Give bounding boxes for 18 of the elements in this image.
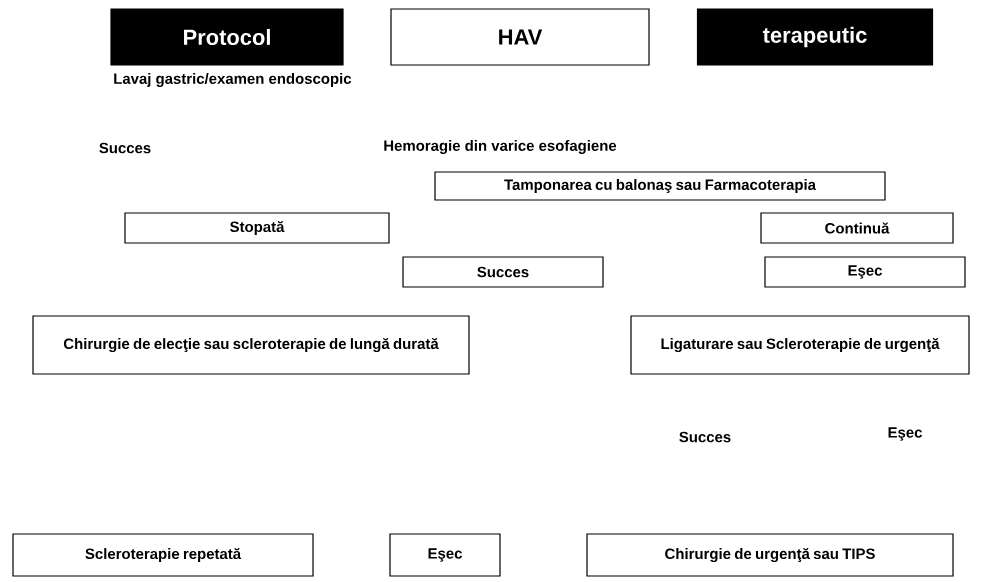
header-box: Protocol — [110, 8, 344, 66]
process-box: Eşec — [764, 256, 966, 288]
header-box: HAV — [390, 8, 650, 66]
label-text: Eşec — [888, 427, 922, 441]
process-box: Chirurgie de urgenţă sau TIPS — [586, 533, 954, 577]
header-box: terapeutic — [696, 8, 934, 66]
process-box: Stopată — [124, 212, 390, 244]
label-text: Lavaj gastric/examen endoscopic — [114, 73, 352, 87]
process-box: Tamponarea cu balonaş sau Farmacoterapia — [434, 171, 886, 201]
process-box: Succes — [402, 256, 604, 288]
process-box: Eşec — [389, 533, 501, 577]
process-box: Continuă — [760, 212, 954, 244]
process-box: Ligaturare sau Scleroterapie de urgenţă — [630, 315, 970, 375]
heading-text: Hemoragie din varice esofagiene — [384, 140, 617, 154]
process-box: Chirurgie de elecţie sau scleroterapie de lungă durată — [32, 315, 470, 375]
process-box: Scleroterapie repetată — [12, 533, 314, 577]
label-text: Succes — [99, 142, 151, 154]
label-text: Succes — [679, 431, 731, 443]
